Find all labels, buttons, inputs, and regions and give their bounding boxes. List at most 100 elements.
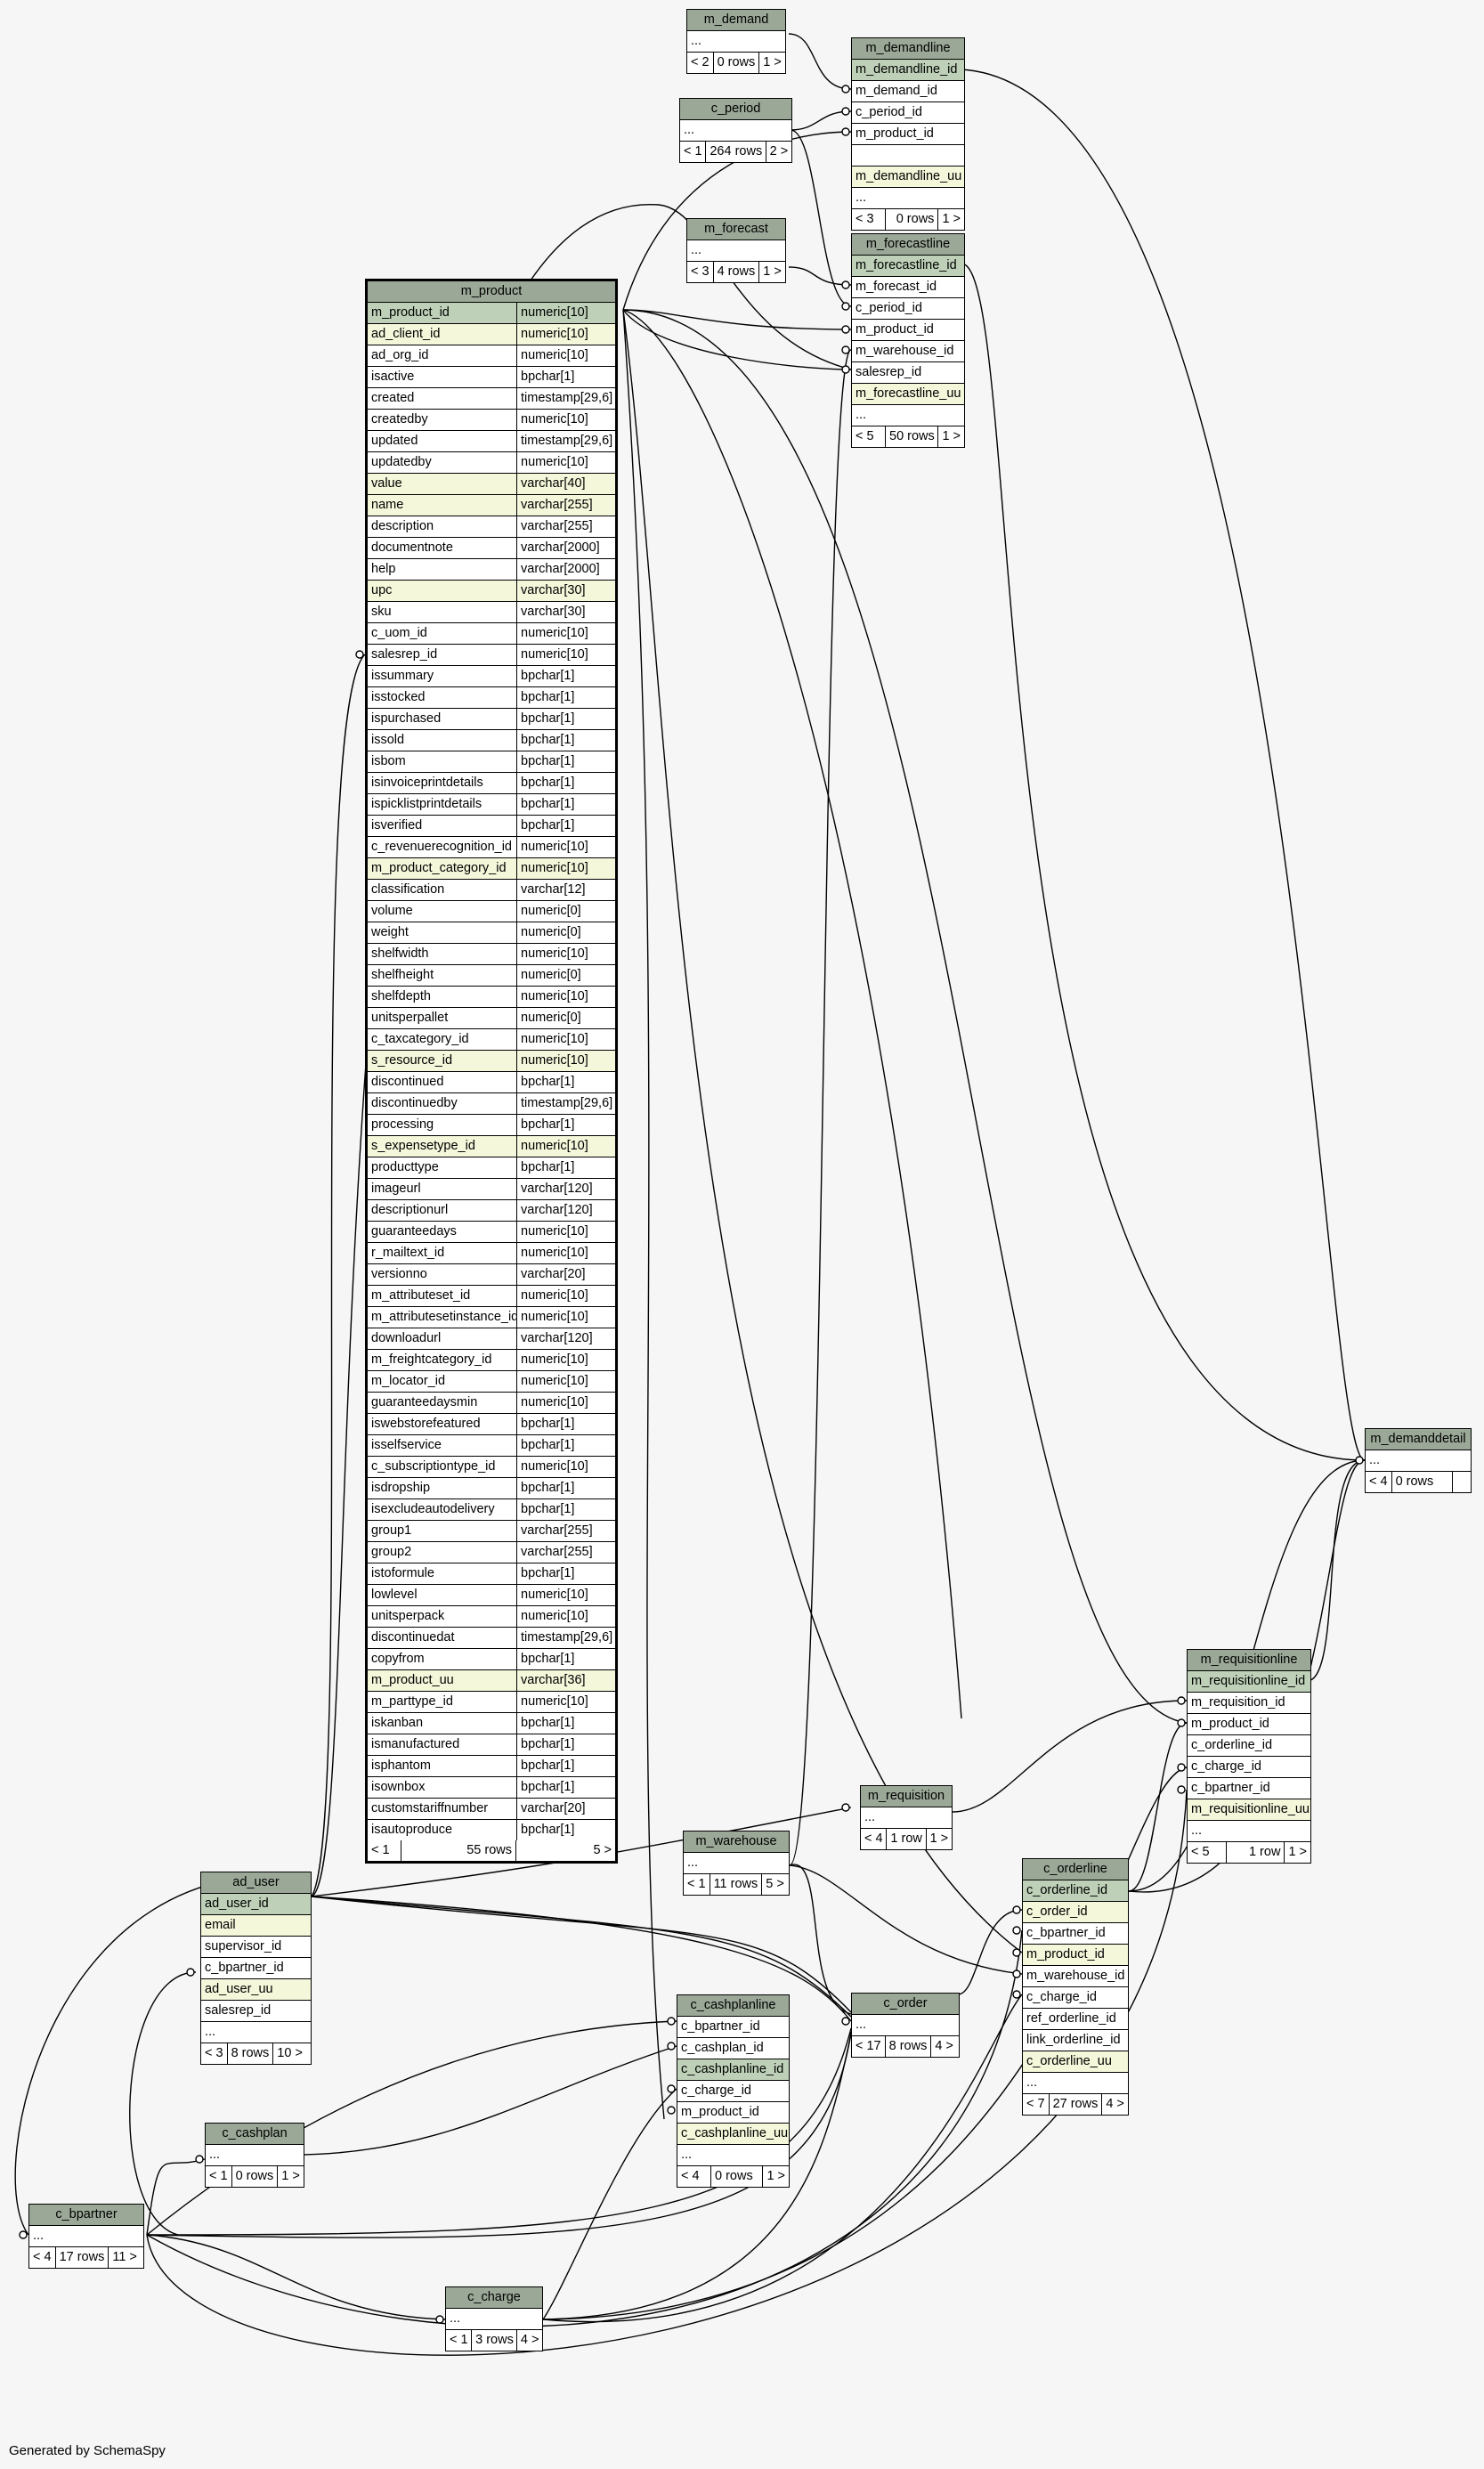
parents-link[interactable]: < 5 xyxy=(1188,1842,1227,1863)
table-title[interactable]: c_cashplanline xyxy=(677,1995,789,2017)
table-title[interactable]: c_order xyxy=(852,1994,959,2015)
relationship-end xyxy=(1012,1926,1021,1935)
table-title[interactable]: c_orderline xyxy=(1023,1859,1128,1880)
column-name: isactive xyxy=(371,370,415,384)
table-title[interactable]: m_requisition xyxy=(861,1786,952,1807)
column-type: bpchar[1] xyxy=(516,1713,615,1734)
table-m_requisitionline[interactable]: m_requisitionline m_requisitionline_id m… xyxy=(1187,1649,1311,1864)
table-title[interactable]: ad_user xyxy=(201,1872,311,1894)
table-c_order[interactable]: c_order ... < 17 8 rows 4 > xyxy=(851,1993,960,2058)
column-name: discontinuedby xyxy=(371,1096,458,1110)
children-link[interactable]: 1 > xyxy=(942,212,961,226)
column-ellipsis: ... xyxy=(209,2148,221,2162)
table-m_demand[interactable]: m_demand ... < 2 0 rows 1 > xyxy=(686,9,786,74)
parents-link[interactable]: < 1 xyxy=(446,2330,473,2351)
parents-link[interactable]: < 5 xyxy=(852,426,886,447)
table-m_warehouse[interactable]: m_warehouse ... < 1 11 rows 5 > xyxy=(683,1831,790,1896)
children-link[interactable]: 1 > xyxy=(929,1831,949,1846)
relationship-line xyxy=(789,1864,852,2015)
column-name: ad_client_id xyxy=(371,327,441,341)
table-m_forecast[interactable]: m_forecast ... < 3 4 rows 1 > xyxy=(686,218,786,283)
column-name: updatedby xyxy=(371,455,432,469)
table-title[interactable]: m_demandline xyxy=(852,38,964,60)
parents-link[interactable]: < 3 xyxy=(852,209,886,230)
column-name: salesrep_id xyxy=(205,2003,272,2018)
table-c_period[interactable]: c_period ... < 1 264 rows 2 > xyxy=(679,98,792,163)
table-title[interactable]: m_warehouse xyxy=(684,1831,789,1853)
table-ad_user[interactable]: ad_user ad_user_id email supervisor_id c… xyxy=(200,1872,312,2065)
column-type: bpchar[1] xyxy=(516,1756,615,1776)
children-link[interactable]: 1 > xyxy=(942,429,961,443)
table-title[interactable]: c_cashplan xyxy=(206,2124,304,2145)
table-c_charge[interactable]: c_charge ... < 1 3 rows 4 > xyxy=(445,2286,543,2351)
parents-link[interactable]: < 4 xyxy=(677,2166,711,2187)
relationship-line xyxy=(146,1929,1023,2327)
children-link[interactable]: 5 > xyxy=(766,1877,784,1891)
column-name: sku xyxy=(371,605,392,619)
table-title[interactable]: m_demanddetail xyxy=(1366,1429,1471,1450)
table-title[interactable]: m_forecastline xyxy=(852,234,964,256)
parents-link[interactable]: < 7 xyxy=(1023,2094,1050,2115)
table-c_bpartner[interactable]: c_bpartner ... < 4 17 rows 11 > xyxy=(28,2204,144,2269)
parents-link[interactable]: < 4 xyxy=(29,2247,56,2268)
column-name: s_expensetype_id xyxy=(371,1139,475,1153)
children-link[interactable]: 4 > xyxy=(520,2333,539,2347)
children-link[interactable]: 5 > xyxy=(593,1843,612,1857)
column-name: value xyxy=(371,476,402,491)
children-link[interactable]: 11 > xyxy=(112,2250,137,2264)
column-name: istoformule xyxy=(371,1566,434,1580)
children-link[interactable]: 1 > xyxy=(763,264,782,279)
parents-link[interactable]: < 1 xyxy=(680,142,707,162)
parents-link[interactable]: < 1 xyxy=(684,1874,710,1895)
row-count: 1 row xyxy=(1227,1842,1285,1863)
column-type: timestamp[29,6] xyxy=(516,431,615,451)
table-title[interactable]: c_bpartner xyxy=(29,2205,143,2226)
children-link[interactable]: 1 > xyxy=(763,55,782,69)
table-c_cashplanline[interactable]: c_cashplanline c_bpartner_id c_cashplan_… xyxy=(677,1994,790,2188)
column-type: bpchar[1] xyxy=(516,1435,615,1456)
parents-link[interactable]: < 17 xyxy=(852,2036,886,2057)
parents-link[interactable]: < 1 xyxy=(368,1840,401,1861)
table-title[interactable]: c_charge xyxy=(446,2287,542,2309)
children-link[interactable]: 1 > xyxy=(766,2169,785,2183)
parents-link[interactable]: < 1 xyxy=(206,2166,232,2187)
table-title[interactable]: m_requisitionline xyxy=(1188,1650,1310,1671)
children-link[interactable]: 2 > xyxy=(769,144,789,158)
children-link[interactable]: 1 > xyxy=(1288,1845,1307,1859)
children-link[interactable]: 10 > xyxy=(277,2046,303,2060)
parents-link[interactable]: < 2 xyxy=(687,53,714,73)
column-name: c_bpartner_id xyxy=(1026,1926,1106,1940)
parents-link[interactable]: < 4 xyxy=(861,1829,888,1849)
table-title[interactable]: m_product xyxy=(368,281,615,303)
table-m_demandline[interactable]: m_demandline m_demandline_id m_demand_id… xyxy=(851,37,965,231)
table-m_forecastline[interactable]: m_forecastline m_forecastline_id m_forec… xyxy=(851,233,965,448)
table-m_requisition[interactable]: m_requisition ... < 4 1 row 1 > xyxy=(860,1785,953,1850)
table-c_cashplan[interactable]: c_cashplan ... < 1 0 rows 1 > xyxy=(205,2123,304,2188)
children-link[interactable] xyxy=(1453,1472,1471,1492)
table-m_demanddetail[interactable]: m_demanddetail ... < 4 0 rows xyxy=(1365,1428,1472,1493)
column-type: numeric[10] xyxy=(516,987,615,1007)
parents-link[interactable]: < 3 xyxy=(201,2043,228,2064)
table-title[interactable]: m_demand xyxy=(687,10,785,31)
column-type: numeric[10] xyxy=(516,1136,615,1157)
column-name: r_mailtext_id xyxy=(371,1246,445,1260)
table-title[interactable]: m_forecast xyxy=(687,219,785,240)
parents-link[interactable]: < 4 xyxy=(1366,1472,1392,1492)
column-name: ad_org_id xyxy=(371,348,429,362)
column-name: help xyxy=(371,562,396,576)
parents-link[interactable]: < 3 xyxy=(687,262,714,282)
relationship-line xyxy=(542,2034,852,2320)
table-title[interactable]: c_period xyxy=(680,99,791,120)
children-link[interactable]: 4 > xyxy=(1106,2097,1124,2111)
children-link[interactable]: 1 > xyxy=(281,2169,300,2183)
table-c_orderline[interactable]: c_orderline c_orderline_id c_order_id c_… xyxy=(1022,1858,1129,2116)
children-link[interactable]: 4 > xyxy=(935,2039,953,2053)
